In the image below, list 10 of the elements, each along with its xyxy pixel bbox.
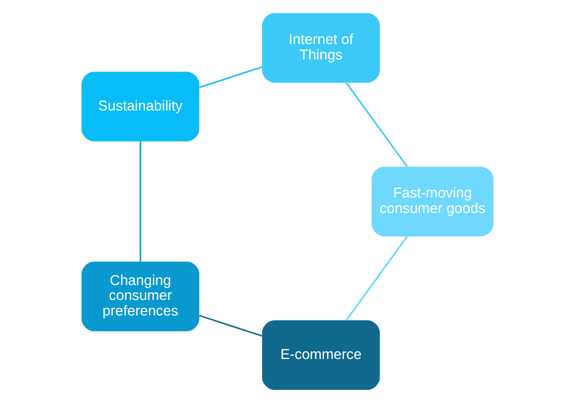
node-box: E-commerce <box>262 320 380 390</box>
node-box: Changing consumer preferences <box>81 261 199 331</box>
connector <box>345 235 408 320</box>
node-box: Internet of Things <box>262 12 380 82</box>
connector <box>345 82 408 166</box>
connector <box>139 141 141 262</box>
connector <box>198 314 262 336</box>
connector <box>198 66 262 88</box>
node-box: Sustainability <box>81 71 199 141</box>
node-box: Fast-moving consumer goods <box>371 166 493 236</box>
